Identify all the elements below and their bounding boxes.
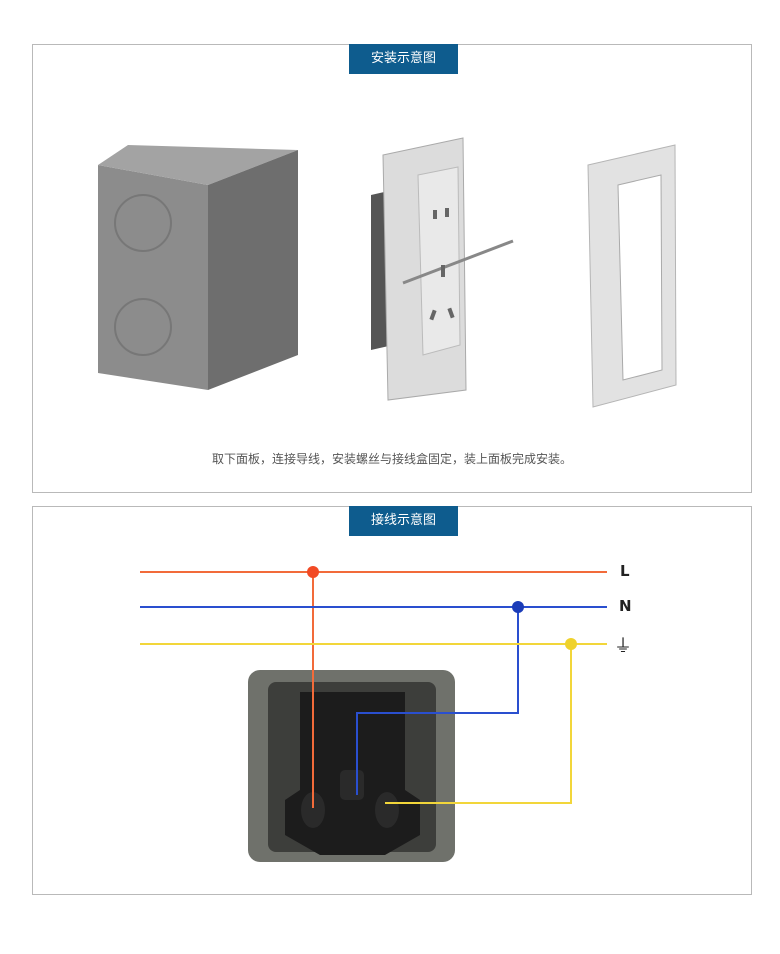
installation-title: 安装示意图 xyxy=(349,44,458,74)
label-live: L xyxy=(620,562,630,580)
socket-module xyxy=(371,137,514,401)
label-neutral: N xyxy=(619,597,632,615)
junction-box xyxy=(98,145,298,390)
socket-back-photo xyxy=(248,670,455,862)
installation-panel: 安装示意图 取下面板，连接导线，安装螺丝与接线盒固定，装上面板完成安装。 xyxy=(32,44,752,493)
earth-icon: ⏚ xyxy=(614,636,632,657)
installation-caption: 取下面板，连接导线，安装螺丝与接线盒固定，装上面板完成安装。 xyxy=(211,452,572,466)
face-frame xyxy=(587,144,677,408)
wire-neutral xyxy=(140,601,607,795)
wire-live xyxy=(140,566,607,808)
wiring-title: 接线示意图 xyxy=(349,506,458,536)
installation-illustration xyxy=(98,137,677,408)
wire-earth xyxy=(140,638,607,804)
